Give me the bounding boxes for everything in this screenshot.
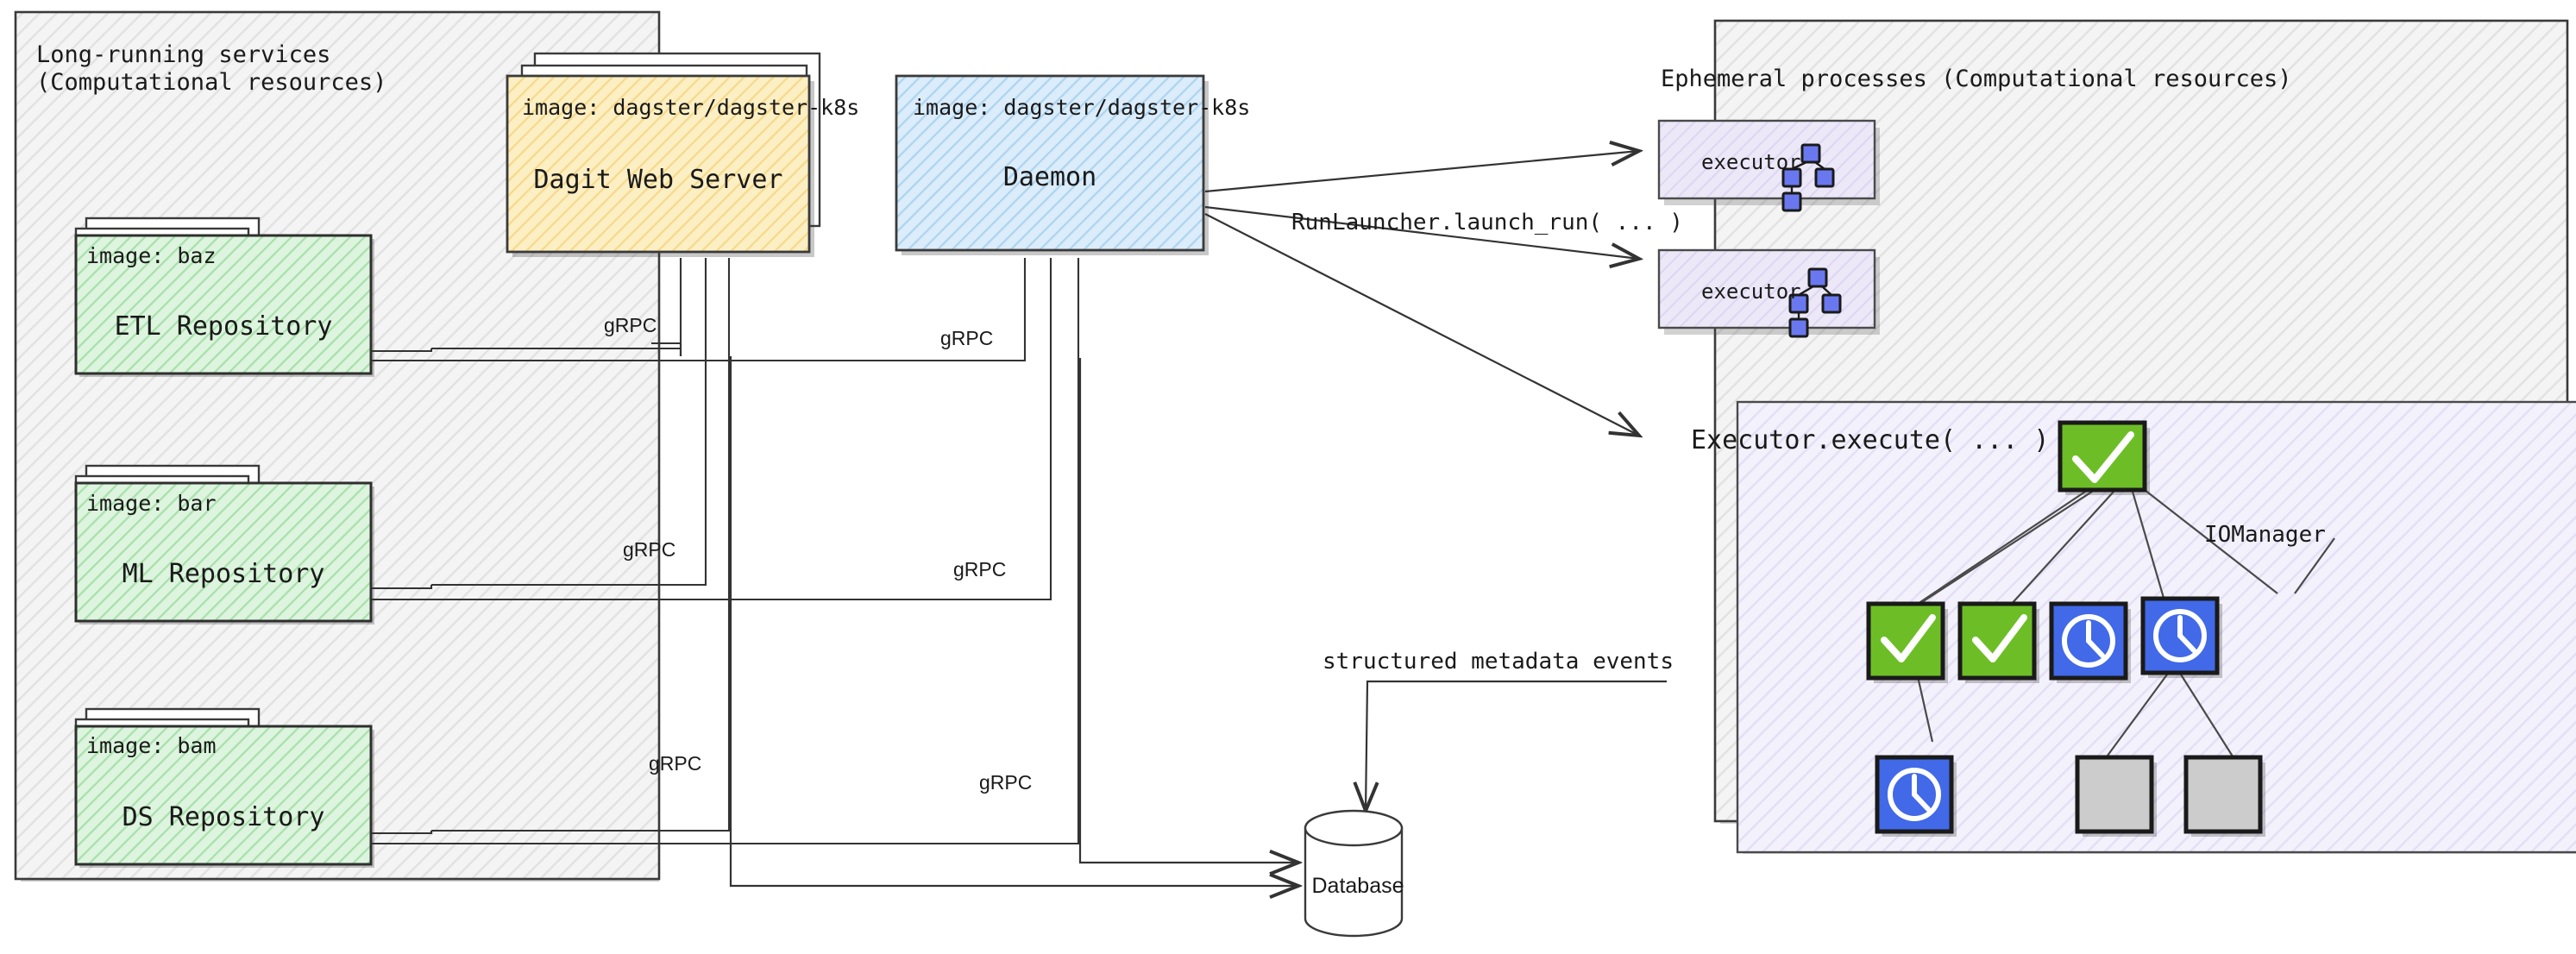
grpc-label: gRPC — [604, 314, 657, 336]
grpc-label: gRPC — [979, 771, 1032, 794]
executor-2-label: executor — [1701, 279, 1801, 304]
dag-node-success — [1957, 601, 2039, 683]
service-daemon[interactable] — [895, 74, 1209, 255]
executor-execute-title: Executor.execute( ... ) — [1691, 425, 2049, 455]
dag-node-success — [1866, 601, 1948, 683]
repository-ml[interactable] — [74, 464, 374, 624]
left-panel-title-line2: (Computational resources) — [36, 69, 386, 96]
io-manager-label: IOManager — [2204, 522, 2326, 548]
dag-node-pending — [2183, 755, 2265, 837]
grpc-label: gRPC — [953, 558, 1006, 581]
repository-ds[interactable] — [74, 707, 374, 868]
ml-image-label: image: bar — [86, 491, 217, 516]
ds-image-label: image: bam — [86, 733, 217, 758]
dagit-name: Dagit Web Server — [534, 165, 783, 195]
grpc-label: gRPC — [940, 327, 993, 349]
database-edges — [729, 356, 1298, 886]
dag-node-running — [2140, 596, 2222, 678]
daemon-image-label: image: dagster/dagster-k8s — [913, 95, 1250, 120]
dagit-image-label: image: dagster/dagster-k8s — [522, 95, 859, 120]
metadata-events-edge — [1366, 680, 1667, 811]
etl-image-label: image: baz — [86, 243, 217, 268]
database-cylinder[interactable] — [1304, 809, 1404, 938]
ml-name: ML Repository — [123, 559, 325, 589]
dag-mini-icon — [1781, 143, 1835, 212]
dag-edges — [1914, 489, 2335, 760]
dag-node-running — [2049, 601, 2131, 683]
run-launcher-edges — [1204, 151, 1639, 436]
database-label: Database — [1311, 874, 1404, 898]
right-panel-title: Ephemeral processes (Computational resou… — [1661, 66, 2292, 92]
left-panel-title-line1: Long-running services — [36, 41, 330, 68]
dag-node-success — [2058, 420, 2150, 495]
metadata-events-label: structured metadata events — [1323, 649, 1674, 675]
executor-box-1[interactable] — [1657, 119, 1880, 212]
service-dagit[interactable] — [506, 52, 821, 257]
executor-1-label: executor — [1701, 150, 1801, 174]
grpc-label: gRPC — [623, 538, 675, 561]
dag-mini-icon — [1788, 267, 1842, 338]
dag-node-running — [1875, 755, 1957, 837]
dag-node-pending — [2075, 755, 2157, 837]
daemon-name: Daemon — [1003, 162, 1096, 192]
executor-box-2[interactable] — [1657, 248, 1880, 338]
etl-name: ETL Repository — [115, 311, 333, 342]
grpc-label: gRPC — [649, 752, 701, 775]
repository-etl[interactable] — [74, 217, 374, 377]
ds-name: DS Repository — [123, 802, 325, 832]
dag-nodes — [1866, 420, 2265, 837]
run-launcher-label: RunLauncher.launch_run( ... ) — [1291, 210, 1683, 235]
